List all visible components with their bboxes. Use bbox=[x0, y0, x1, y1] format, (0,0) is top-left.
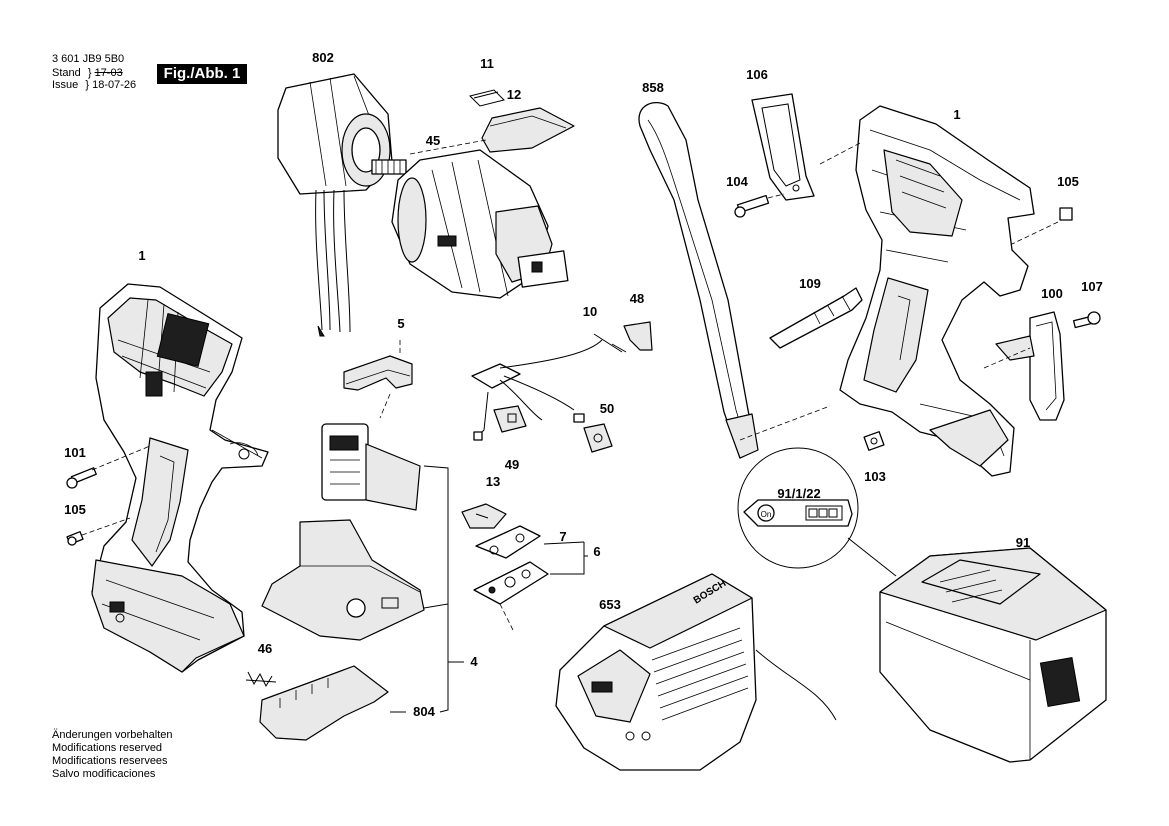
callout-10: 10 bbox=[582, 304, 598, 319]
drill-housing-assembled bbox=[91, 283, 269, 673]
callout-109: 109 bbox=[799, 276, 821, 291]
clip-50 bbox=[583, 423, 613, 453]
callout-101: 101 bbox=[64, 445, 86, 460]
stand-value: 17-03 bbox=[94, 67, 123, 79]
stand-row: Stand } 17-03 bbox=[52, 67, 123, 79]
charger-653: BOSCH bbox=[555, 573, 837, 771]
screw-107 bbox=[1072, 311, 1101, 329]
callout-91: 91 bbox=[1015, 535, 1031, 550]
switch-button-5 bbox=[343, 340, 413, 419]
screw-101 bbox=[66, 445, 151, 489]
callout-802: 802 bbox=[312, 50, 334, 65]
bracket-4 bbox=[423, 465, 464, 713]
callout-1-top: 1 bbox=[953, 107, 961, 122]
screw-105-right bbox=[1011, 207, 1073, 245]
issue-value: 18-07-26 bbox=[92, 79, 137, 91]
issue-label: Issue bbox=[52, 79, 79, 91]
membrane-7 bbox=[475, 525, 585, 559]
screw-104 bbox=[734, 193, 785, 218]
switch-module bbox=[321, 423, 421, 511]
pad-13 bbox=[461, 503, 507, 529]
electronics-base bbox=[261, 519, 425, 641]
clip-48 bbox=[623, 321, 653, 351]
callout-48: 48 bbox=[629, 291, 645, 306]
belt-clip-858 bbox=[638, 102, 759, 459]
indicator-detail-91-1-22: On bbox=[737, 447, 897, 577]
note-es: Salvo modificaciones bbox=[52, 768, 156, 780]
callout-107: 107 bbox=[1081, 279, 1103, 294]
drill-housing-half bbox=[819, 105, 1035, 477]
battery-pack-91 bbox=[879, 547, 1107, 763]
screwdriver-bit-109 bbox=[769, 287, 863, 349]
callout-49: 49 bbox=[504, 457, 520, 472]
document-code: 3 601 JB9 5B0 bbox=[52, 53, 125, 65]
note-fr: Modifications reservees bbox=[52, 755, 168, 767]
callout-104: 104 bbox=[726, 174, 748, 189]
note-en: Modifications reserved bbox=[52, 742, 163, 754]
nut-103 bbox=[863, 431, 885, 451]
callout-91-1-22: 91/1/22 bbox=[777, 486, 821, 501]
gearbox-45 bbox=[391, 149, 569, 299]
callout-105-right: 105 bbox=[1057, 174, 1079, 189]
callout-46: 46 bbox=[257, 641, 273, 656]
callout-103: 103 bbox=[864, 469, 886, 484]
on-button-label: On bbox=[761, 510, 772, 519]
callout-50: 50 bbox=[599, 401, 615, 416]
led-wire-10 bbox=[471, 333, 627, 441]
callout-105-left: 105 bbox=[64, 502, 86, 517]
callout-804: 804 bbox=[413, 704, 435, 719]
leader-line bbox=[739, 405, 831, 441]
callout-4: 4 bbox=[470, 654, 478, 669]
note-de: Änderungen vorbehalten bbox=[52, 729, 173, 741]
contact-plate-804 bbox=[259, 665, 406, 741]
callout-653: 653 bbox=[599, 597, 621, 612]
stand-label: Stand bbox=[52, 67, 81, 79]
callout-1-left: 1 bbox=[138, 248, 146, 263]
callout-100: 100 bbox=[1041, 286, 1063, 301]
callout-11: 11 bbox=[480, 56, 494, 71]
callout-12: 12 bbox=[506, 87, 522, 102]
figure-badge: Fig./Abb. 1 bbox=[157, 64, 247, 84]
callout-5: 5 bbox=[397, 316, 405, 331]
callout-7: 7 bbox=[559, 529, 567, 544]
cover-12 bbox=[409, 107, 575, 155]
spring-46 bbox=[245, 671, 277, 688]
callout-858: 858 bbox=[642, 80, 664, 95]
holder-49 bbox=[493, 405, 527, 433]
spring-clip-11 bbox=[469, 89, 505, 107]
callout-45: 45 bbox=[425, 133, 441, 148]
screw-105-left bbox=[66, 517, 131, 546]
callout-6: 6 bbox=[593, 544, 601, 559]
motor-802 bbox=[277, 73, 407, 337]
callout-13: 13 bbox=[485, 474, 501, 489]
cover-plate-106 bbox=[751, 93, 815, 201]
button-cap-6 bbox=[473, 542, 588, 633]
hook-100 bbox=[983, 311, 1065, 421]
callout-106: 106 bbox=[746, 67, 768, 82]
issue-row: Issue } 18-07-26 bbox=[52, 79, 137, 91]
